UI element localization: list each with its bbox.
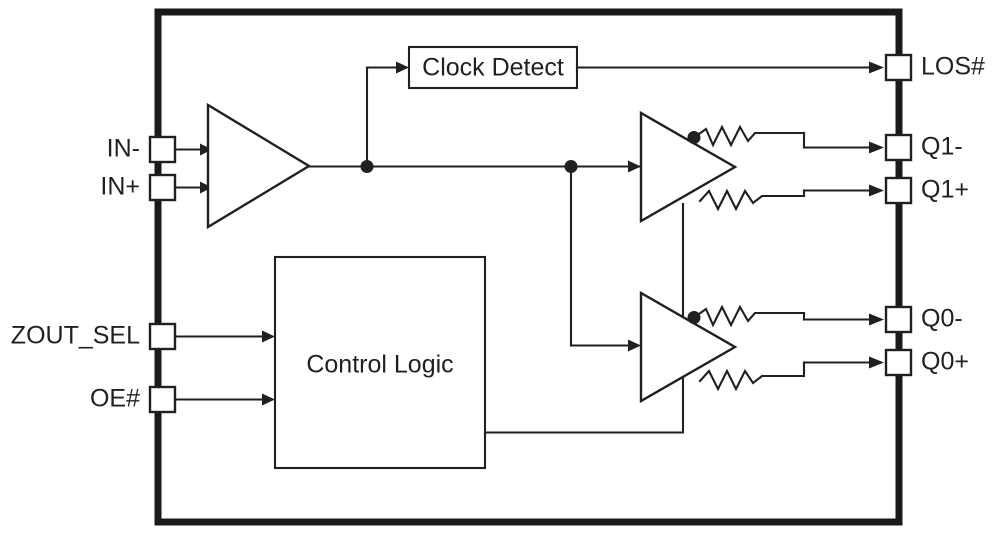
q1-plus-series-resistor <box>698 188 806 212</box>
junction-dot-clock-tap <box>360 160 374 173</box>
arrow-clock-detect-input <box>396 61 409 74</box>
q0-minus-series-resistor <box>692 304 806 328</box>
label-los: LOS# <box>921 53 985 81</box>
junction-dot-output-split <box>564 160 578 173</box>
input-buffer-amplifier <box>206 102 312 230</box>
junction-dot-q0-resistor-tap <box>687 311 701 324</box>
label-q1-minus: Q1- <box>921 133 963 161</box>
arrow-zout-sel-input <box>262 330 275 343</box>
clock-detect-label: Clock Detect <box>422 54 564 82</box>
pin-q1-minus[interactable] <box>884 133 913 162</box>
label-in-plus: IN+ <box>100 173 140 201</box>
arrow-q0-buffer-input <box>628 339 641 352</box>
pin-q0-plus[interactable] <box>884 348 913 377</box>
q0-plus-series-resistor <box>698 368 806 392</box>
pin-in-plus[interactable] <box>148 173 177 202</box>
clock-detect-block <box>407 45 579 90</box>
label-q1-plus: Q1+ <box>921 176 969 204</box>
control-logic-label: Control Logic <box>306 351 453 379</box>
arrow-in-minus <box>200 143 212 156</box>
label-in-minus: IN- <box>107 135 140 163</box>
pin-q1-plus[interactable] <box>884 176 913 205</box>
label-zout-sel: ZOUT_SEL <box>11 322 140 350</box>
q1-minus-series-resistor <box>692 124 806 148</box>
control-logic-block <box>273 255 487 470</box>
arrow-oe-input <box>262 393 275 406</box>
pin-los[interactable] <box>884 53 913 82</box>
device-outline <box>154 8 903 526</box>
arrow-q1-plus-output <box>869 184 884 197</box>
pin-q0-minus[interactable] <box>884 305 913 334</box>
label-q0-plus: Q0+ <box>921 348 969 376</box>
arrow-q0-minus-output <box>869 313 884 326</box>
arrow-in-plus <box>200 181 212 194</box>
pin-in-minus[interactable] <box>148 135 177 164</box>
pin-oe[interactable] <box>148 385 177 414</box>
arrow-los-output <box>869 61 884 74</box>
arrow-q1-buffer-input <box>628 160 641 173</box>
junction-dot-q1-resistor-tap <box>687 131 701 144</box>
arrow-q0-plus-output <box>869 356 884 369</box>
pin-zout-sel[interactable] <box>148 322 177 351</box>
label-oe: OE# <box>90 385 140 413</box>
arrow-q1-minus-output <box>869 141 884 154</box>
label-q0-minus: Q0- <box>921 305 963 333</box>
